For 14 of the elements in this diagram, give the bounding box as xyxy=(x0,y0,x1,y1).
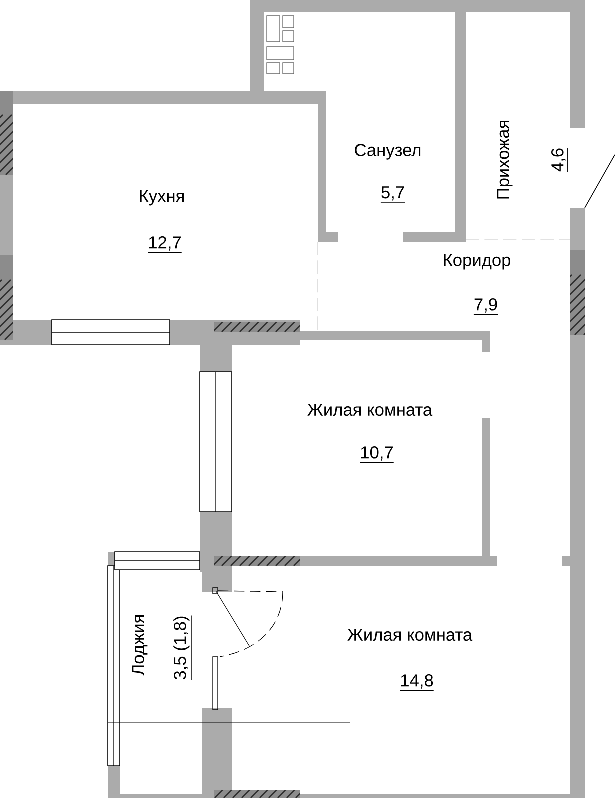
area-label: 3,5 (1,8) xyxy=(174,615,192,681)
room-name: Прихожая xyxy=(497,121,513,199)
room-name: Кухня xyxy=(140,190,184,206)
room-name: Жилая комната xyxy=(308,404,433,416)
area-label: 5,7 xyxy=(380,186,406,203)
area-label: 4,6 xyxy=(552,148,568,172)
room-name: Санузел xyxy=(355,144,421,160)
area-label: 7,9 xyxy=(474,298,498,315)
area-label: 12,7 xyxy=(148,236,182,253)
room-name: Лоджия xyxy=(132,616,148,676)
room-name: Жилая комната xyxy=(348,628,473,642)
area-label: 10,7 xyxy=(360,446,394,463)
area-label: 14,8 xyxy=(400,674,434,691)
room-name: Коридор xyxy=(444,254,510,270)
